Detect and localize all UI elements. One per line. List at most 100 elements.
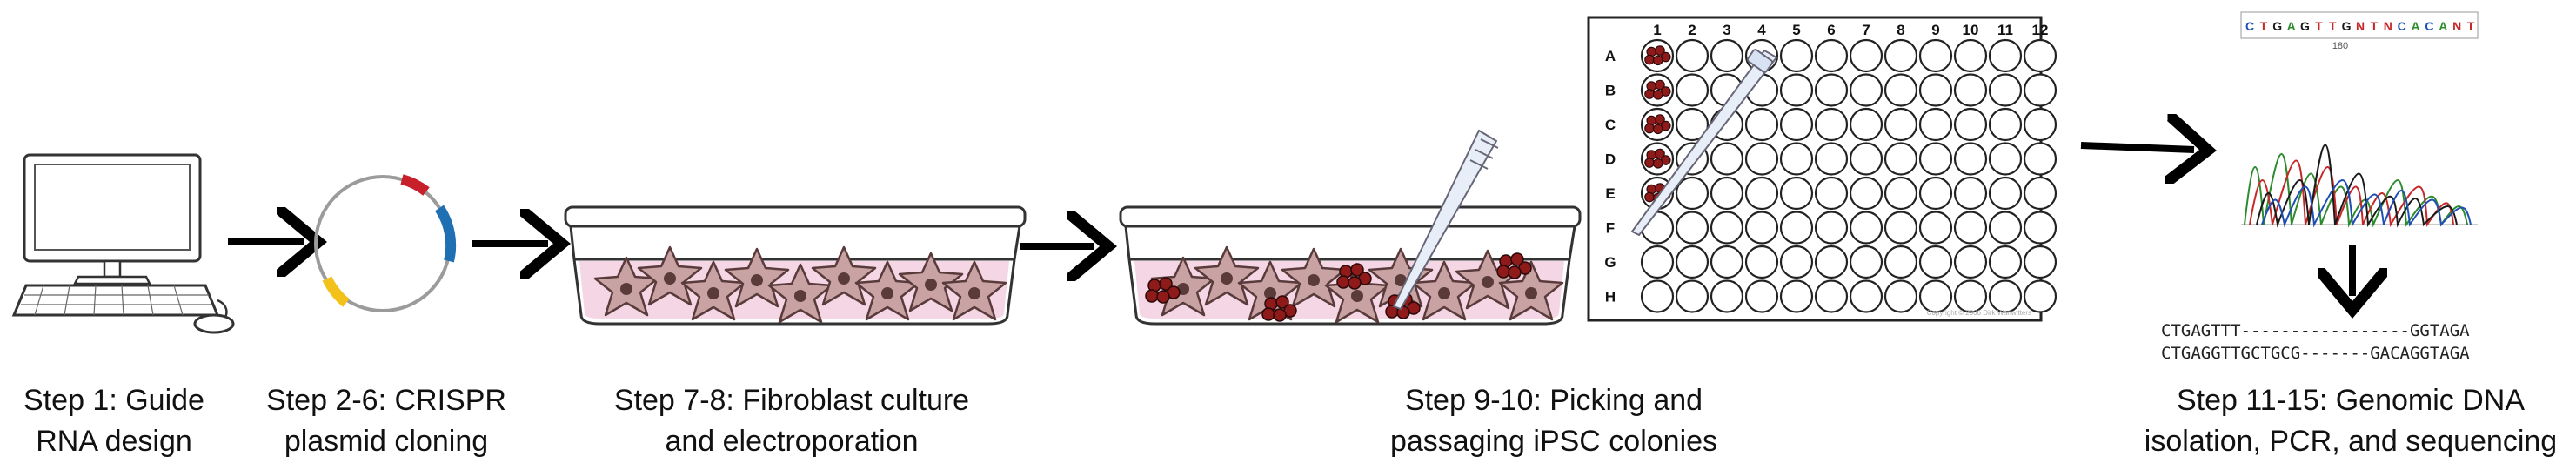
plate-row-label: G xyxy=(1604,254,1616,271)
plate-well xyxy=(1918,245,1953,279)
plate-column-label: 3 xyxy=(1723,22,1730,38)
base-call: T xyxy=(2371,19,2379,33)
plate-row-label: B xyxy=(1605,83,1616,99)
plate-well xyxy=(1988,245,2023,279)
alignment-line-2: CTGAGGTTGCTGCG-------GACAGGTAGA xyxy=(2161,344,2470,363)
culture-dish-fibroblast xyxy=(564,205,1027,326)
plate-well xyxy=(2023,73,2057,107)
computer-icon xyxy=(11,153,235,334)
plate-row-label: C xyxy=(1605,117,1616,133)
plate-well xyxy=(1988,38,2023,73)
plate-column-label: 5 xyxy=(1792,22,1800,38)
plate-well xyxy=(1814,142,1849,176)
base-call: C xyxy=(2245,19,2254,33)
plate-well xyxy=(1779,211,1814,245)
plate-row-label: F xyxy=(1606,220,1615,237)
plate-well xyxy=(1988,279,2023,313)
base-call: G xyxy=(2300,19,2310,33)
step-3-caption-line2: and electroporation xyxy=(665,425,918,458)
plate-column-label: 1 xyxy=(1653,22,1661,38)
plate-well xyxy=(1675,107,1710,142)
plate-well xyxy=(1953,38,1988,73)
plate-well xyxy=(1779,176,1814,211)
plate-well xyxy=(1918,73,1953,107)
step-4-caption-line2: passaging iPSC colonies xyxy=(1390,425,1717,458)
plate-well xyxy=(1988,211,2023,245)
plate-well xyxy=(1883,245,1918,279)
plate-column-label: 9 xyxy=(1931,22,1939,38)
plate-column-label: 11 xyxy=(1997,22,2013,38)
base-call: C xyxy=(2425,19,2433,33)
plate-column-label: 4 xyxy=(1757,22,1766,38)
plate-well xyxy=(1953,245,1988,279)
plate-well xyxy=(1814,211,1849,245)
plate-well xyxy=(2023,211,2057,245)
culture-dish-ipsc xyxy=(1119,205,1582,326)
plate-well xyxy=(1883,73,1918,107)
plate-well xyxy=(1640,245,1675,279)
step-2-caption-line2: plasmid cloning xyxy=(284,425,488,458)
step-4-caption-line1: Step 9-10: Picking and xyxy=(1405,384,1703,417)
plate-well xyxy=(1779,142,1814,176)
plate-well xyxy=(1883,38,1918,73)
plate-well xyxy=(1918,142,1953,176)
plate-well xyxy=(1849,107,1883,142)
plate-well xyxy=(1849,73,1883,107)
plate-well xyxy=(2023,245,2057,279)
arrow-4 xyxy=(2080,145,2194,150)
plate-row-label: E xyxy=(1605,185,1615,202)
plate-well xyxy=(1814,73,1849,107)
base-call: T xyxy=(2329,19,2337,33)
plate-column-label: 8 xyxy=(1897,22,1904,38)
step-5-caption-line1: Step 11-15: Genomic DNA xyxy=(2177,384,2525,417)
plate-well xyxy=(1744,211,1779,245)
plate-well xyxy=(1814,107,1849,142)
plate-well xyxy=(1988,176,2023,211)
plate-well xyxy=(1814,38,1849,73)
plate-well xyxy=(1675,211,1710,245)
plate-column-label: 2 xyxy=(1688,22,1696,38)
base-call: G xyxy=(2342,19,2352,33)
plate-well xyxy=(1883,211,1918,245)
base-call: N xyxy=(2356,19,2365,33)
base-call: A xyxy=(2439,19,2447,33)
plate-well xyxy=(1953,142,1988,176)
plate-well xyxy=(1779,107,1814,142)
plate-well xyxy=(1849,142,1883,176)
plate-well xyxy=(1744,245,1779,279)
plate-well xyxy=(1640,279,1675,313)
plate-well xyxy=(1744,142,1779,176)
base-call: A xyxy=(2411,19,2419,33)
plate-well xyxy=(1675,176,1710,211)
plate-well xyxy=(1953,211,1988,245)
plate-well xyxy=(1988,107,2023,142)
plate-row-label: A xyxy=(1605,48,1616,64)
plate-well xyxy=(1744,107,1779,142)
plate-well xyxy=(1883,279,1918,313)
step-3-caption-line1: Step 7-8: Fibroblast culture xyxy=(614,384,969,417)
step-1-caption-line1: Step 1: Guide xyxy=(23,384,204,417)
plate-well xyxy=(1883,107,1918,142)
plate-well xyxy=(1710,279,1744,313)
pipette-tip-icon xyxy=(1392,129,1499,311)
plate-well xyxy=(2023,38,2057,73)
plate-well xyxy=(1779,245,1814,279)
step-1-caption-line2: RNA design xyxy=(36,425,192,458)
pipette-icon xyxy=(1630,49,1778,237)
plate-well xyxy=(1675,73,1710,107)
chromatogram-position: 180 xyxy=(2332,41,2348,51)
plate-column-label: 6 xyxy=(1827,22,1835,38)
plate-well xyxy=(1675,38,1710,73)
plate-well xyxy=(1849,176,1883,211)
plate-well xyxy=(1710,211,1744,245)
base-call: G xyxy=(2272,19,2282,33)
plate-well xyxy=(1918,107,1953,142)
plate-well xyxy=(2023,142,2057,176)
plate-well xyxy=(1953,279,1988,313)
plate-well xyxy=(1814,279,1849,313)
base-call: A xyxy=(2287,19,2296,33)
plate-well xyxy=(1744,279,1779,313)
plate-well xyxy=(1849,279,1883,313)
plate-well xyxy=(1918,211,1953,245)
